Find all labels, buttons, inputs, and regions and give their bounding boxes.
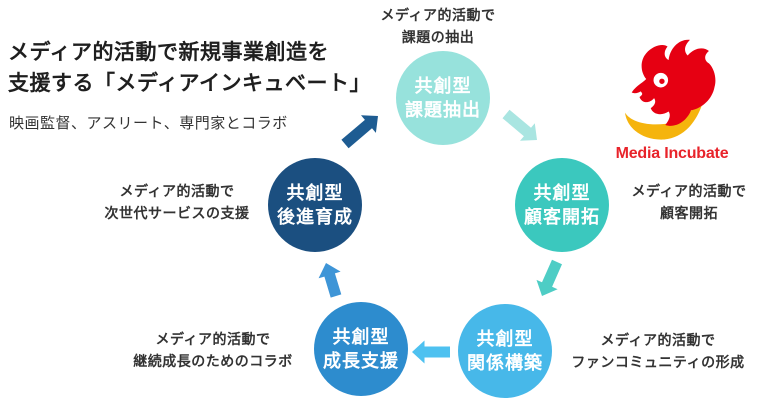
annotation-line1: メディア的活動で bbox=[600, 332, 716, 348]
annotation-line2: 顧客開拓 bbox=[660, 205, 718, 221]
rooster-flame-icon bbox=[624, 39, 716, 140]
cycle-step-issue-extraction: 共創型 課題抽出 bbox=[396, 51, 490, 145]
annotation-line1: メディア的活動で bbox=[631, 183, 747, 199]
page-title: メディア的活動で新規事業創造を 支援する「メディアインキュベート」 bbox=[8, 37, 371, 99]
step-label-line2: 関係構築 bbox=[467, 353, 543, 373]
annotation-customer-development: メディア的活動で 顧客開拓 bbox=[631, 180, 746, 224]
step-label-line1: 共創型 bbox=[414, 76, 472, 96]
logo-eye-pupil bbox=[659, 78, 665, 84]
step-label-line1: 共創型 bbox=[286, 183, 344, 203]
logo-wordmark: Media Incubate bbox=[615, 145, 729, 162]
arrow-growth-to-mentoring bbox=[318, 263, 342, 298]
media-incubate-logo: Media Incubate bbox=[610, 31, 734, 163]
arrow-issues-to-customers bbox=[502, 109, 537, 141]
annotation-line2: 次世代サービスの支援 bbox=[104, 205, 250, 221]
annotation-relationship-building: メディア的活動で ファンコミュニティの形成 bbox=[571, 329, 744, 373]
annotation-issue-extraction: メディア的活動で 課題の抽出 bbox=[380, 4, 495, 48]
cycle-step-mentoring: 共創型 後進育成 bbox=[268, 158, 362, 252]
annotation-line2: 継続成長のためのコラボ bbox=[133, 353, 293, 369]
annotation-line2: ファンコミュニティの形成 bbox=[571, 354, 745, 370]
arrow-customers-to-relations bbox=[536, 259, 562, 296]
cycle-step-customer-development: 共創型 顧客開拓 bbox=[515, 158, 609, 252]
cycle-step-relationship-building: 共創型 関係構築 bbox=[458, 304, 552, 398]
step-label-line2: 顧客開拓 bbox=[524, 207, 600, 227]
page-title-line1: メディア的活動で新規事業創造を bbox=[8, 41, 330, 64]
annotation-growth-support: メディア的活動で 継続成長のためのコラボ bbox=[133, 328, 293, 372]
step-label-line2: 課題抽出 bbox=[405, 100, 481, 120]
page-title-line2: 支援する「メディアインキュベート」 bbox=[8, 72, 371, 95]
page-subtitle: 映画監督、アスリート、専門家とコラボ bbox=[9, 115, 288, 132]
logo-rooster-shape bbox=[631, 39, 716, 126]
annotation-line1: メディア的活動で bbox=[119, 183, 235, 199]
logo-crescent-shape bbox=[624, 75, 708, 140]
cycle-step-growth-support: 共創型 成長支援 bbox=[314, 302, 408, 396]
arrow-relations-to-growth bbox=[412, 340, 450, 364]
arrow-mentoring-to-issues bbox=[341, 115, 378, 149]
step-label-line2: 後進育成 bbox=[277, 207, 353, 227]
step-label-line1: 共創型 bbox=[533, 183, 591, 203]
step-label-line1: 共創型 bbox=[476, 329, 534, 349]
annotation-line1: メディア的活動で bbox=[380, 7, 496, 23]
step-label-line2: 成長支援 bbox=[323, 351, 399, 371]
annotation-mentoring: メディア的活動で 次世代サービスの支援 bbox=[105, 180, 250, 224]
annotation-line2: 課題の抽出 bbox=[401, 29, 475, 45]
step-label-line1: 共創型 bbox=[332, 327, 390, 347]
annotation-line1: メディア的活動で bbox=[155, 331, 271, 347]
